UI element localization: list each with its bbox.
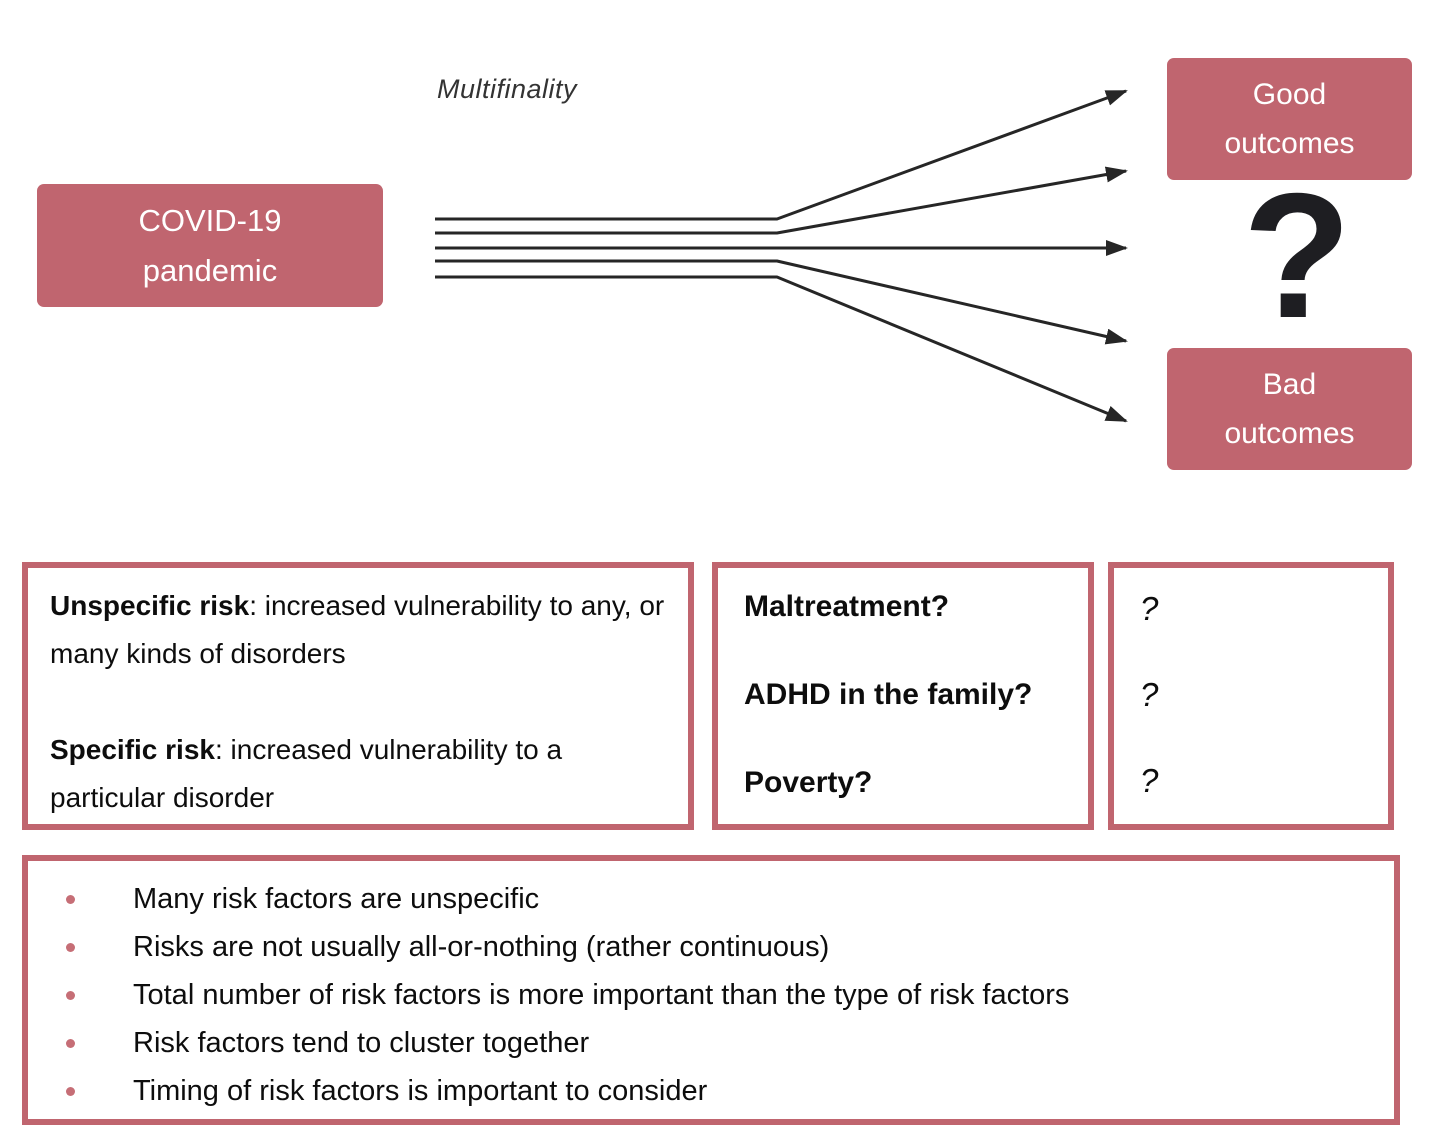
bad-outcomes-box: Bad outcomes: [1167, 348, 1412, 470]
bullet-icon: [66, 942, 75, 952]
good-outcomes-box: Good outcomes: [1167, 58, 1412, 180]
good-box-line2: outcomes: [1224, 127, 1355, 160]
risk-answer-1: ?: [1140, 590, 1159, 627]
covid-box-line2: pandemic: [142, 252, 278, 288]
key-point-row: Risks are not usually all-or-nothing (ra…: [28, 923, 1374, 971]
unspecific-risk-term: Unspecific risk: [50, 590, 250, 621]
risk-answers-box: ? ? ?: [1108, 562, 1394, 830]
specific-risk-term: Specific risk: [50, 734, 215, 765]
risk-definitions-box: Unspecific risk: increased vulnerability…: [22, 562, 694, 830]
multifinality-label: Multifinality: [437, 74, 578, 104]
key-point-text: Many risk factors are unspecific: [133, 882, 540, 915]
arrow-path-2: [435, 166, 1128, 235]
key-point-text: Risk factors tend to cluster together: [133, 1026, 590, 1059]
bullet-icon: [66, 894, 75, 904]
key-point-row: Timing of risk factors is important to c…: [28, 1067, 1374, 1115]
covid-pandemic-box: COVID-19 pandemic: [37, 184, 383, 307]
covid-box-line1: COVID-19: [138, 202, 282, 238]
key-point-text: Total number of risk factors is more imp…: [133, 978, 1070, 1011]
bad-box-line1: Bad: [1262, 368, 1317, 401]
unspecific-risk-definition: Unspecific risk: increased vulnerability…: [50, 582, 672, 678]
bad-box-line2: outcomes: [1224, 417, 1355, 450]
arrow-path-4: [435, 259, 1128, 345]
key-point-row: Total number of risk factors is more imp…: [28, 971, 1374, 1019]
risk-example-maltreatment: Maltreatment?: [744, 590, 950, 623]
specific-risk-text: : increased vulnerability to a particula…: [50, 734, 563, 813]
bullet-icon: [66, 1038, 75, 1048]
risk-examples-box: Maltreatment? ADHD in the family? Povert…: [712, 562, 1094, 830]
arrow-path-5: [435, 275, 1128, 423]
key-point-text: Timing of risk factors is important to c…: [133, 1074, 708, 1107]
key-point-row: Risk factors tend to cluster together: [28, 1019, 1374, 1067]
multifinality-arrows-icon: [435, 89, 1128, 423]
unspecific-risk-text: : increased vulnerability to any, or man…: [50, 590, 665, 669]
risk-answer-3: ?: [1140, 762, 1159, 799]
key-point-text: Risks are not usually all-or-nothing (ra…: [133, 930, 830, 963]
bullet-icon: [66, 1086, 75, 1096]
outcome-question-mark-icon: ?: [1242, 155, 1352, 355]
bullet-icon: [66, 990, 75, 1000]
risk-example-poverty: Poverty?: [744, 766, 873, 799]
good-box-line1: Good: [1252, 78, 1327, 111]
key-point-row: Many risk factors are unspecific: [28, 875, 1374, 923]
specific-risk-definition: Specific risk: increased vulnerability t…: [50, 726, 672, 822]
arrow-path-1: [435, 89, 1128, 221]
risk-example-adhd: ADHD in the family?: [744, 678, 1033, 711]
key-points-box: Many risk factors are unspecific Risks a…: [22, 855, 1400, 1125]
risk-answer-2: ?: [1140, 676, 1159, 713]
